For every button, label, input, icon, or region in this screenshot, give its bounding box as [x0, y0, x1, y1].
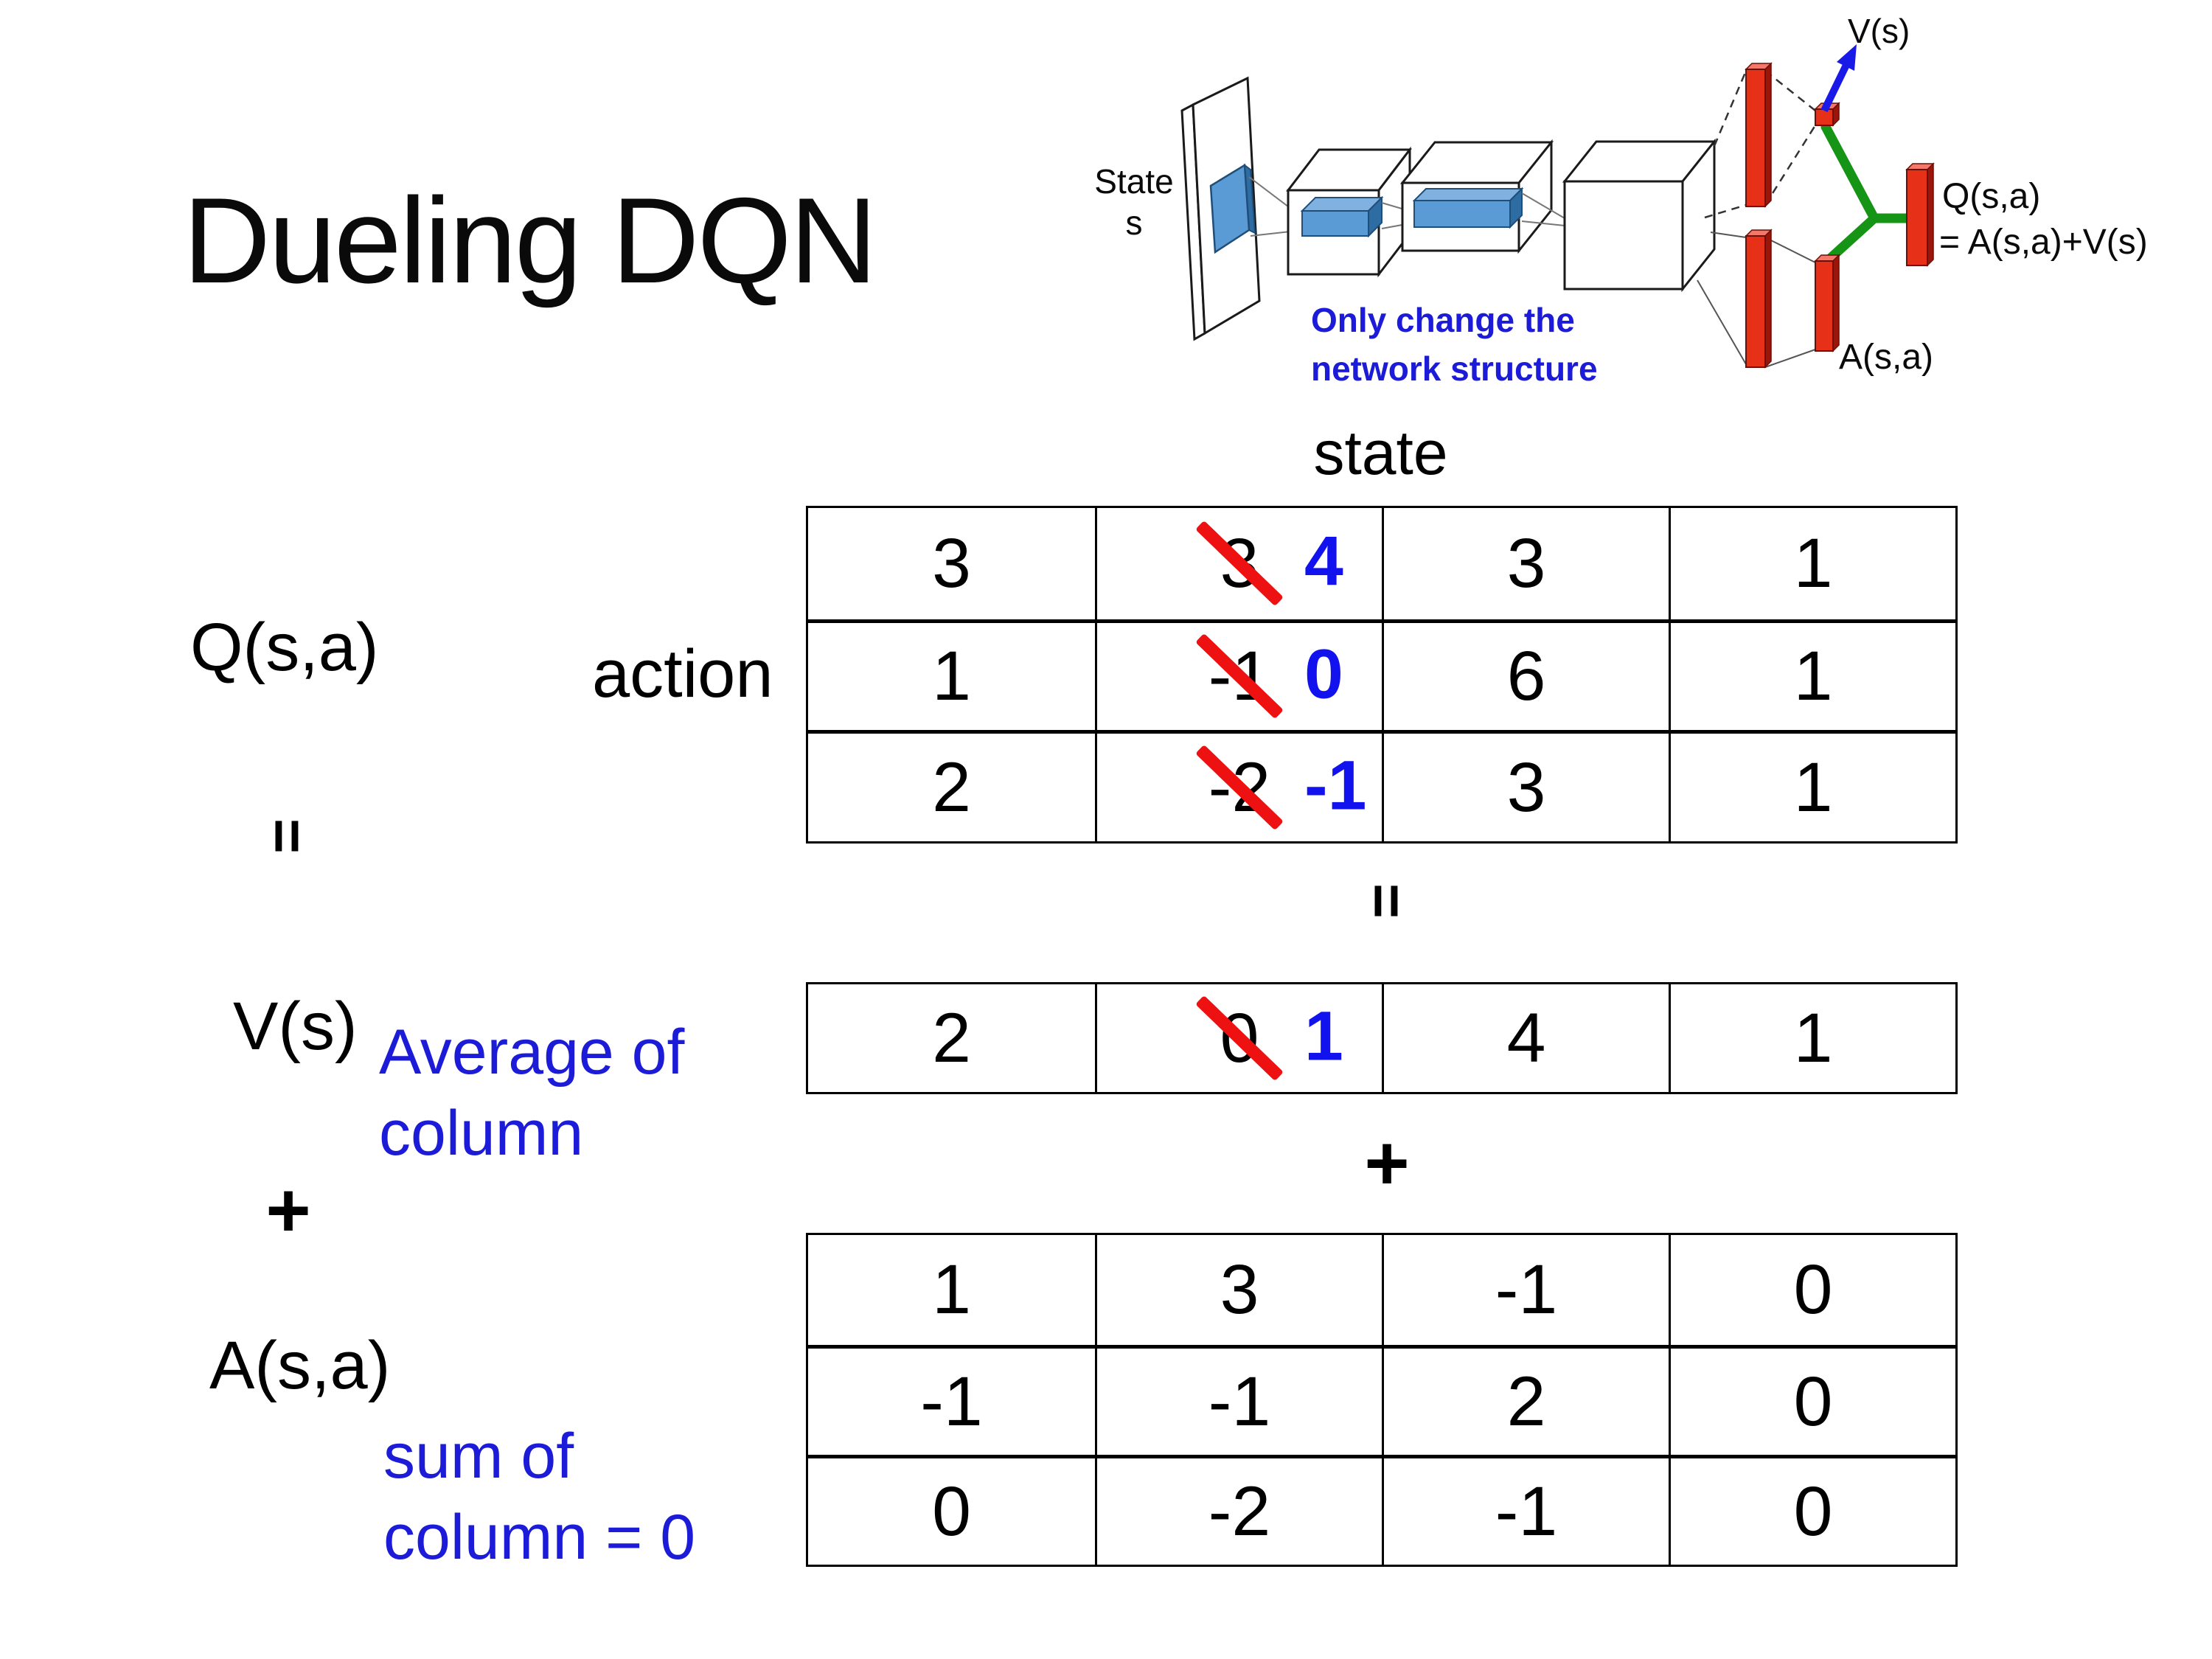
a-vector-bar	[1814, 254, 1840, 352]
fc-layer-box	[1562, 138, 1717, 293]
a-cell-r0c3: 0	[1669, 1235, 1955, 1345]
new-value: 1	[1304, 997, 1343, 1076]
new-value: 4	[1304, 522, 1343, 601]
diagram-state-s-label: s	[1126, 204, 1143, 242]
v-table: 2 0 1 4 1	[806, 982, 1958, 1094]
conv-slab1-icon	[1300, 195, 1384, 238]
v-cell-c0: 2	[932, 998, 971, 1077]
fc-bar-a-hidden	[1745, 229, 1773, 369]
a-cell-r1c2: 2	[1382, 1345, 1669, 1455]
a-matrix-label: A(s,a)	[209, 1328, 391, 1403]
diagram-a-output-label: A(s,a)	[1839, 338, 1933, 377]
v-output-arrow	[1820, 44, 1857, 113]
q-cell-r0c0: 3	[932, 524, 971, 602]
q-output-bar	[1905, 162, 1935, 267]
conv-patch-icon	[1209, 163, 1256, 254]
v-cell-c2: 4	[1382, 984, 1669, 1092]
a-cell-r0c0: 1	[932, 1251, 971, 1329]
diagram-q-output-label: Q(s,a)	[1942, 177, 2040, 216]
dueling-network-diagram: State s V(s) Q(s,a) = A(s,a)+V(s) A(s,a)…	[1094, 12, 2148, 388]
q-cell-r2c2: 3	[1382, 730, 1669, 841]
average-of-column-note: Average of column	[379, 1012, 684, 1174]
avg-note-line1: Average of	[379, 1017, 685, 1088]
v-stream-links	[1704, 70, 1817, 219]
sum-note-line1: sum of	[383, 1421, 574, 1492]
combine-y-connector	[1820, 122, 1912, 268]
a-cell-r0c1: 3	[1095, 1235, 1382, 1345]
a-cell-r1c3: 0	[1669, 1345, 1955, 1455]
a-cell-r1c0: -1	[808, 1345, 1095, 1455]
a-cell-r2c2: -1	[1382, 1455, 1669, 1565]
diagram-note-line1: Only change the	[1311, 301, 1575, 339]
a-table: 1 3 -1 0 -1 -1 2 0 0 -2 -1 0	[806, 1233, 1958, 1567]
sum-note-line2: column = 0	[383, 1502, 696, 1573]
action-axis-label: action	[592, 636, 773, 712]
fc-bar-v-hidden	[1745, 62, 1773, 208]
v-matrix-label: V(s)	[233, 989, 358, 1064]
sum-of-column-note: sum of column = 0	[383, 1416, 695, 1578]
q-cell-r0c2: 3	[1382, 508, 1669, 619]
equals-rotated-left: =	[254, 818, 321, 854]
page-title: Dueling DQN	[183, 173, 877, 308]
new-value: -1	[1304, 746, 1367, 825]
q-cell-r2c0: 2	[808, 730, 1095, 841]
state-axis-label: state	[1313, 418, 1448, 487]
plus-sign-center: +	[1364, 1120, 1410, 1207]
q-cell-r2c1-crossed: -2 -1	[1095, 730, 1382, 841]
a-cell-r0c2: -1	[1382, 1235, 1669, 1345]
diagram-v-output-label: V(s)	[1848, 12, 1910, 50]
q-matrix-label: Q(s,a)	[190, 610, 379, 685]
new-value: 0	[1304, 635, 1343, 714]
diagram-q-formula-label: = A(s,a)+V(s)	[1939, 223, 2148, 262]
q-cell-r1c2: 6	[1382, 619, 1669, 731]
q-cell-r0c3: 1	[1669, 508, 1955, 619]
a-stream-links	[1697, 232, 1816, 368]
equals-rotated-center: =	[1353, 883, 1420, 919]
q-cell-r2c3: 1	[1669, 730, 1955, 841]
v-cell-c3: 1	[1669, 984, 1955, 1092]
q-cell-r1c1-crossed: -1 0	[1095, 619, 1382, 731]
diagram-state-label: State	[1094, 162, 1173, 201]
a-cell-r1c1: -1	[1095, 1345, 1382, 1455]
v-cell-c1-crossed: 0 1	[1095, 984, 1382, 1092]
avg-note-line2: column	[379, 1098, 584, 1169]
conv-slab2-icon	[1412, 187, 1524, 229]
diagram-note-line2: network structure	[1311, 349, 1598, 388]
a-cell-r2c1: -2	[1095, 1455, 1382, 1565]
a-cell-r2c3: 0	[1669, 1455, 1955, 1565]
q-cell-r1c0: 1	[808, 619, 1095, 731]
q-cell-r0c1-crossed: 3 4	[1095, 508, 1382, 619]
a-cell-r2c0: 0	[808, 1455, 1095, 1565]
plus-sign-left: +	[265, 1167, 311, 1254]
q-cell-r1c3: 1	[1669, 619, 1955, 731]
q-table: 3 3 4 3 1 1 -1 0 6 1 2 -2 -1 3 1	[806, 506, 1958, 844]
